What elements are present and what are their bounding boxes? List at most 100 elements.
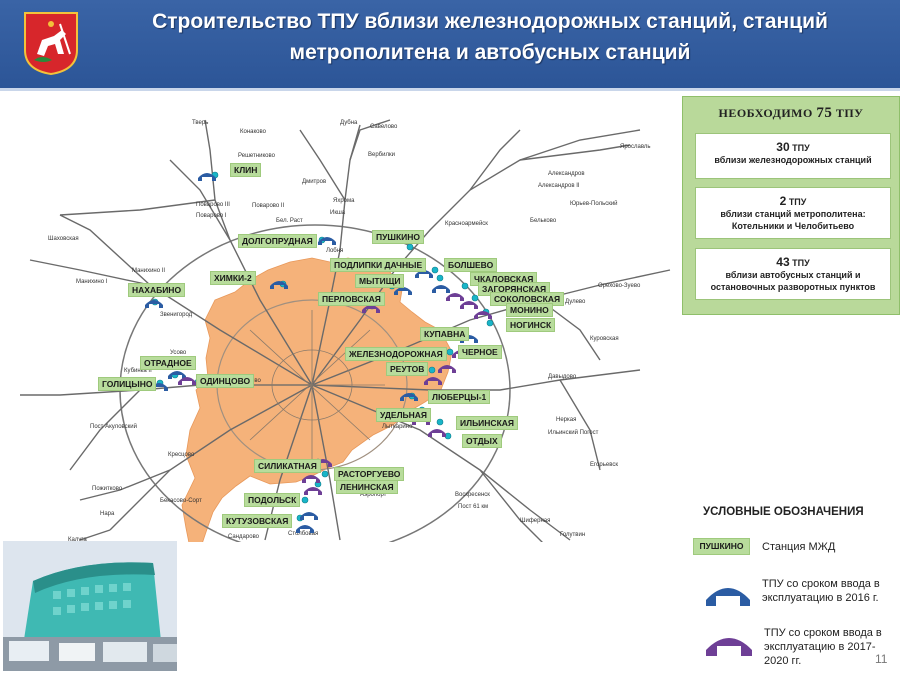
moscow-region-emblem-icon bbox=[24, 12, 78, 76]
panel-title: НЕОБХОДИМО 75 ТПУ bbox=[683, 105, 899, 122]
station-label: ЛЕНИНСКАЯ bbox=[336, 480, 398, 494]
place-ilinsky-pogost: Ильинский Погост bbox=[548, 429, 599, 436]
station-label: ГОЛИЦЫНО bbox=[98, 377, 157, 391]
place-stolbovaya: Столбовая bbox=[288, 531, 318, 537]
station-label: ЧЕРНОЕ bbox=[458, 345, 502, 359]
place-shifernaya: Шиферная bbox=[520, 518, 550, 524]
box-unit: ТПУ bbox=[792, 143, 810, 153]
railway-map: Тверь Конаково Решетниково Поварово III … bbox=[20, 119, 671, 542]
place-pozhitkovo: Пожитково bbox=[92, 486, 123, 492]
place-savelovo: Савелово bbox=[370, 124, 398, 130]
place-bel-rast: Бел. Раст bbox=[276, 218, 303, 224]
station-label: ЛЮБЕРЦЫ-1 bbox=[428, 390, 491, 404]
box-desc: Котельники и Челобитьево bbox=[731, 221, 855, 231]
station-label: ИЛЬИНСКАЯ bbox=[456, 416, 519, 430]
box-desc: вблизи станций метрополитена: bbox=[720, 209, 866, 219]
place-davydovo: Давыдово bbox=[548, 374, 577, 380]
station-label: ОДИНЦОВО bbox=[196, 374, 255, 388]
place-kubinka-ii: Кубинка II bbox=[124, 368, 152, 374]
place-dulevo: Дулево bbox=[565, 299, 586, 305]
legend-2016-text: ТПУ со сроком ввода в эксплуатацию в 201… bbox=[762, 577, 880, 605]
box-number: 30 bbox=[776, 140, 790, 154]
box-number: 2 bbox=[779, 194, 787, 208]
legend-mzd-label: Станция МЖД bbox=[762, 541, 836, 553]
station-label: МЫТИЩИ bbox=[355, 274, 405, 288]
place-belkovo: Бельково bbox=[530, 218, 557, 224]
panel-title-number: 75 bbox=[816, 105, 833, 121]
place-povarovo-i: Поварово I bbox=[196, 213, 227, 219]
place-nerkaya: Неркая bbox=[556, 417, 576, 423]
legend-2017-line3: 2020 гг. bbox=[764, 655, 802, 667]
legend-2017-line2: эксплуатацию в 2017- bbox=[764, 641, 876, 653]
place-post-akulovsky: Пост Акуловский bbox=[90, 423, 137, 430]
station-label: МОНИНО bbox=[506, 303, 553, 317]
place-dmitrov: Дмитров bbox=[302, 179, 326, 185]
requirement-panel: НЕОБХОДИМО 75 ТПУ 30 ТПУ вблизи железнод… bbox=[682, 96, 900, 315]
place-usovo: Усово bbox=[170, 350, 187, 356]
panel-title-suffix: ТПУ bbox=[835, 106, 864, 120]
place-krestsovo: Кресцово bbox=[168, 452, 195, 458]
station-label: ПУШКИНО bbox=[372, 230, 424, 244]
panel-box-bus: 43 ТПУ вблизи автобусных станций и остан… bbox=[695, 248, 891, 300]
station-label: НАХАБИНО bbox=[128, 283, 186, 297]
box-unit: ТПУ bbox=[788, 197, 807, 207]
station-label: РЕУТОВ bbox=[386, 362, 429, 376]
building-image bbox=[3, 541, 177, 671]
station-label: КЛИН bbox=[230, 163, 262, 177]
place-nara: Нара bbox=[100, 511, 115, 517]
station-label: ПЕРЛОВСКАЯ bbox=[318, 292, 385, 306]
title-line-2: метрополитена и автобусных станций bbox=[289, 41, 691, 64]
station-label: СИЛИКАТНАЯ bbox=[254, 459, 321, 473]
tpu-2017-icon bbox=[706, 638, 752, 656]
place-lobnya: Лобня bbox=[326, 248, 343, 254]
place-iksha: Икша bbox=[330, 210, 346, 216]
place-voskresensk: Воскресенск bbox=[455, 492, 490, 498]
station-label: ЖЕЛЕЗНОДОРОЖНАЯ bbox=[345, 347, 447, 361]
tpu-2016-icons bbox=[145, 173, 478, 533]
box-desc: вблизи автобусных станций и bbox=[725, 270, 861, 280]
place-golutvin: Голутвин bbox=[560, 532, 585, 538]
place-yuryev: Юрьев-Польский bbox=[570, 200, 618, 207]
page-number: 11 bbox=[875, 652, 888, 666]
place-orekhovo: Орехово-Зуево bbox=[598, 283, 641, 289]
panel-title-prefix: НЕОБХОДИМО bbox=[718, 106, 813, 120]
box-number: 43 bbox=[776, 255, 790, 269]
header-divider bbox=[0, 88, 900, 91]
place-krasnoarmeysk: Красноармейск bbox=[445, 220, 488, 227]
place-sandarovo: Сандарово bbox=[228, 534, 260, 540]
station-label: КУТУЗОВСКАЯ bbox=[222, 514, 293, 528]
place-kurovskaya: Куровская bbox=[590, 336, 619, 342]
station-label: ПОДЛИПКИ ДАЧНЫЕ bbox=[330, 258, 427, 272]
place-reshetnikovo: Решетниково bbox=[238, 153, 276, 159]
place-povarovo-ii: Поварово II bbox=[252, 203, 285, 209]
place-tver: Тверь bbox=[192, 120, 208, 126]
tpu-building-photo bbox=[3, 541, 177, 671]
box-desc: остановочных разворотных пунктов bbox=[710, 282, 876, 292]
place-povarovo-iii: Поварово III bbox=[196, 202, 230, 208]
place-post-61: Пост 61 км bbox=[458, 504, 488, 510]
panel-box-metro: 2 ТПУ вблизи станций метрополитена: Коте… bbox=[695, 187, 891, 239]
place-kaluga: Калуга bbox=[68, 537, 87, 542]
legend-2016-line2: эксплуатацию в 2016 г. bbox=[762, 592, 879, 604]
page-title: Строительство ТПУ вблизи железнодорожных… bbox=[110, 6, 870, 68]
place-zvenigorod: Звенигород bbox=[160, 312, 193, 318]
place-yaroslavl: Ярославль bbox=[620, 144, 651, 150]
legend-mzd-sample: ПУШКИНО bbox=[693, 538, 750, 555]
station-label: ХИМКИ-2 bbox=[210, 271, 256, 285]
place-aleksandrov-ii: Александров II bbox=[538, 183, 580, 189]
place-egoryevsk: Егорьевск bbox=[590, 462, 618, 468]
station-label: НОГИНСК bbox=[506, 318, 556, 332]
station-label: ОТРАДНОЕ bbox=[140, 356, 196, 370]
place-manikhino-ii: Манихино II bbox=[132, 268, 165, 274]
tpu-2016-icon bbox=[706, 588, 750, 606]
place-konakovo: Конаково bbox=[240, 129, 267, 135]
title-line-1: Строительство ТПУ вблизи железнодорожных… bbox=[152, 10, 828, 33]
station-label: КУПАВНА bbox=[420, 327, 470, 341]
legend-2017-line1: ТПУ со сроком ввода в bbox=[764, 627, 882, 639]
legend-2016-line1: ТПУ со сроком ввода в bbox=[762, 578, 880, 590]
tpu-2017-icons bbox=[178, 293, 492, 495]
legend-2017-text: ТПУ со сроком ввода в эксплуатацию в 201… bbox=[764, 626, 882, 668]
place-shakhovskaya: Шаховская bbox=[48, 236, 79, 242]
box-desc: вблизи железнодорожных станций bbox=[714, 155, 872, 165]
place-bekasovo: Бекасово-Сорт bbox=[160, 498, 202, 504]
